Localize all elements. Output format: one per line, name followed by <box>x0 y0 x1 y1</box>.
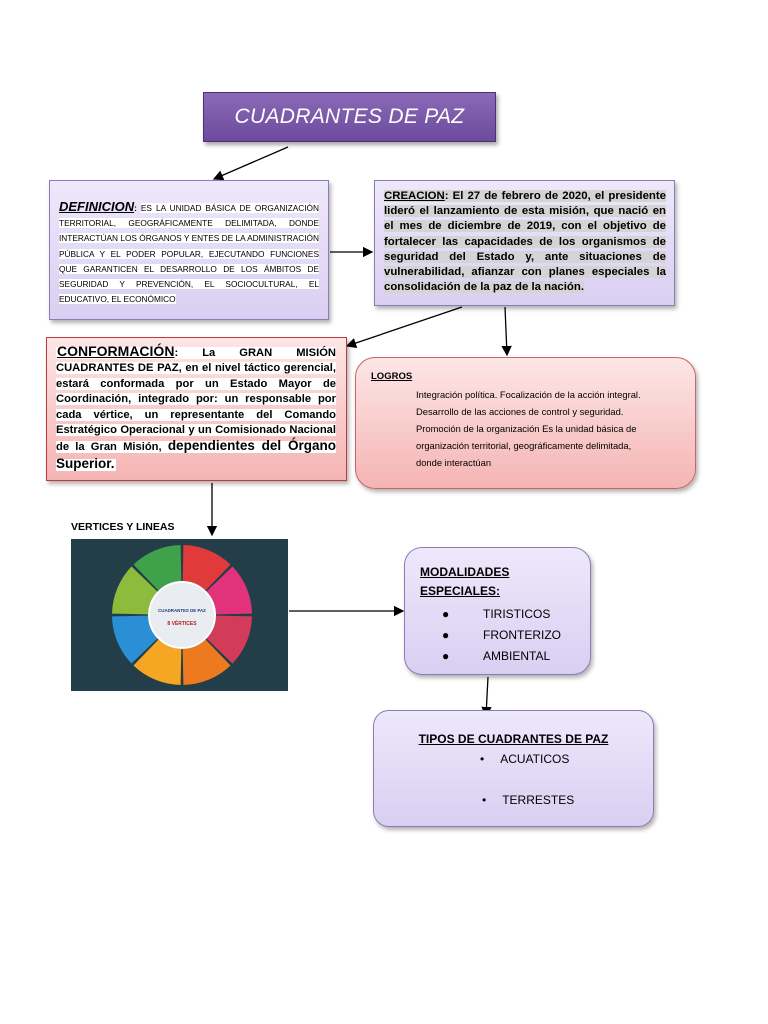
page-title: CUADRANTES DE PAZ <box>203 92 496 142</box>
list-item: •TERRESTES <box>482 793 575 807</box>
tipos-box: TIPOS DE CUADRANTES DE PAZ •ACUATICOS •T… <box>373 710 654 827</box>
wheel-segment <box>206 566 252 615</box>
modalidades-list: ●TIRISTICOS ●FRONTERIZO ●AMBIENTAL <box>420 604 590 667</box>
modalidades-box: MODALIDADES ESPECIALES: ●TIRISTICOS ●FRO… <box>404 547 591 675</box>
definicion-box: DEFINICION: ES LA UNIDAD BÁSICA DE ORGAN… <box>49 180 329 320</box>
creacion-text: El 27 de febrero de 2020, el presidente … <box>384 190 666 294</box>
modalidades-title-1: MODALIDADES <box>420 565 510 579</box>
wheel-segment <box>182 639 231 685</box>
arrow-creacion-to-logros <box>501 306 512 357</box>
list-item: ●FRONTERIZO <box>442 628 561 642</box>
creacion-lead: CREACION <box>384 190 445 202</box>
wheel-segment <box>133 545 182 591</box>
modalidades-title-2: ESPECIALES: <box>420 584 501 598</box>
list-item: ●AMBIENTAL <box>442 649 551 663</box>
arrow-modalidades-to-tipos <box>481 676 492 718</box>
wheel-segment <box>182 545 231 591</box>
conformacion-text-a: La GRAN MISIÓN CUADRANTES DE PAZ, en el … <box>56 347 336 454</box>
conformacion-text-b: dependientes del Órgano Superior. <box>56 438 337 471</box>
wheel-center-title: CUADRANTES DE PAZ <box>158 608 206 613</box>
wheel-center-sub: 8 VÉRTICES <box>167 619 197 627</box>
vertices-wheel: CUADRANTES DE PAZ 8 VÉRTICES <box>71 539 288 691</box>
vertices-label: VERTICES Y LINEAS <box>71 521 175 533</box>
logros-text: Integración política. Focalización de la… <box>416 389 641 468</box>
arrow-creacion-to-conformacion <box>345 306 463 349</box>
conformacion-lead: CONFORMACIÓN <box>57 343 175 359</box>
wheel-segment <box>112 566 158 615</box>
wheel-segment <box>112 615 158 664</box>
wheel-segment <box>133 639 182 685</box>
logros-title: LOGROS <box>371 371 413 382</box>
logros-box: LOGROS Integración política. Focalizació… <box>355 357 696 489</box>
list-item: •ACUATICOS <box>480 752 570 766</box>
creacion-box: CREACION: El 27 de febrero de 2020, el p… <box>374 180 675 306</box>
vertices-wheel-image: CUADRANTES DE PAZ 8 VÉRTICES <box>71 539 288 691</box>
wheel-center <box>148 581 216 649</box>
conformacion-box: CONFORMACIÓN: La GRAN MISIÓN CUADRANTES … <box>46 337 347 481</box>
list-item: ●TIRISTICOS <box>442 607 551 621</box>
arrow-title-to-definicion <box>212 146 289 181</box>
definicion-lead: DEFINICION <box>59 199 135 214</box>
tipos-title: TIPOS DE CUADRANTES DE PAZ <box>418 732 609 746</box>
wheel-segment <box>206 615 252 664</box>
definicion-text: ES LA UNIDAD BÁSICA DE ORGANIZACIÓN TERR… <box>59 203 319 305</box>
